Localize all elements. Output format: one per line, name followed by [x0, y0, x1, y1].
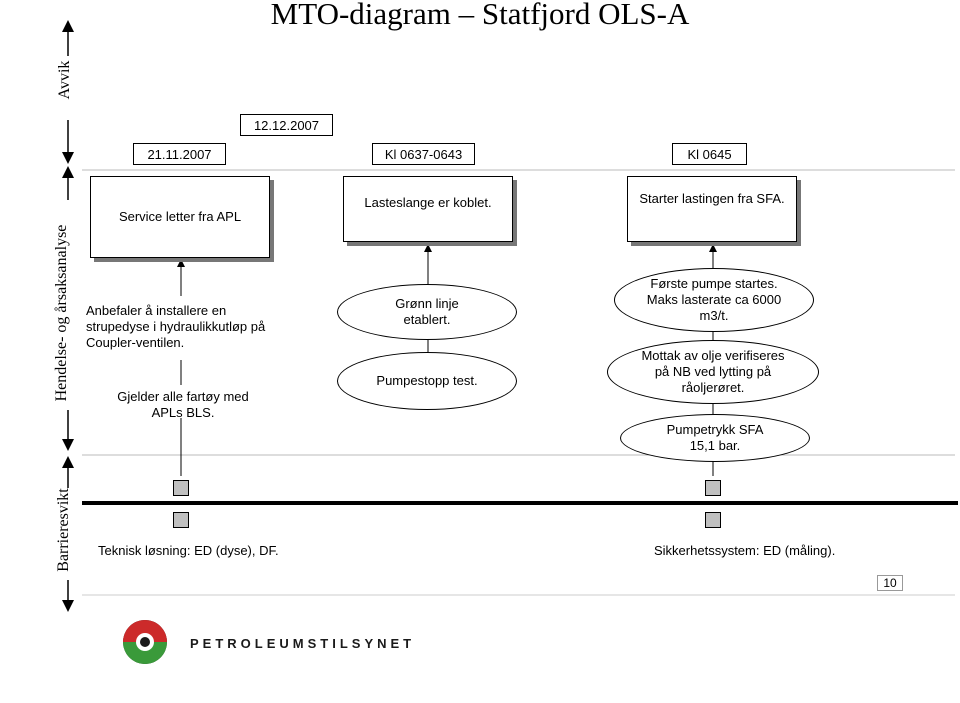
ellipse-label: Mottak av olje verifiseres på NB ved lyt…	[641, 348, 785, 395]
event-box-start-loading: Starter lastingen fra SFA.	[627, 176, 797, 242]
side-label-barriere: Barrieresvikt	[55, 488, 72, 572]
page-title: MTO-diagram – Statfjord OLS-A	[270, 0, 690, 31]
cause-text-recommendation: Anbefaler å installere en strupedyse i h…	[86, 303, 266, 350]
petroleumstilsynet-logo-icon	[123, 620, 167, 664]
cause-text-scope: Gjelder alle fartøy med APLs BLS.	[117, 389, 249, 420]
page-number: 10	[877, 575, 903, 591]
logo-wordmark: PETROLEUMSTILSYNET	[190, 636, 416, 651]
ellipse-first-pump: Første pumpe startes. Maks lasterate ca …	[614, 268, 814, 332]
event-box-label: Service letter fra APL	[118, 209, 242, 224]
ellipse-green-line: Grønn linje etablert.	[337, 284, 517, 340]
barrier-square-4	[705, 512, 721, 528]
ellipse-label: Pumpetrykk SFA 15,1 bar.	[666, 422, 764, 453]
barrier-square-1	[173, 480, 189, 496]
barrier-text-technical: Teknisk løsning: ED (dyse), DF.	[98, 543, 279, 558]
date-box-1: 21.11.2007	[133, 143, 226, 165]
side-label-hendelse: Hendelse- og årsaksanalyse	[53, 224, 70, 402]
ellipse-oil-verification: Mottak av olje verifiseres på NB ved lyt…	[607, 340, 819, 404]
barrier-text-safety-system: Sikkerhetssystem: ED (måling).	[654, 543, 836, 558]
event-box-hose-connected: Lasteslange er koblet.	[343, 176, 513, 242]
ellipse-label: Pumpestopp test.	[376, 373, 478, 388]
date-box-3: Kl 0637-0643	[372, 143, 475, 165]
barrier-square-2	[173, 512, 189, 528]
barrier-square-3	[705, 480, 721, 496]
event-box-label: Starter lastingen fra SFA.	[639, 191, 785, 206]
date-box-4: Kl 0645	[672, 143, 747, 165]
event-box-service-letter: Service letter fra APL	[90, 176, 270, 258]
ellipse-label: Første pumpe startes. Maks lasterate ca …	[646, 276, 782, 323]
ellipse-pump-pressure: Pumpetrykk SFA 15,1 bar.	[620, 414, 810, 462]
ellipse-label: Grønn linje etablert.	[395, 296, 459, 327]
ellipse-pump-stop-test: Pumpestopp test.	[337, 352, 517, 410]
date-box-2: 12.12.2007	[240, 114, 333, 136]
event-box-label: Lasteslange er koblet.	[364, 195, 492, 210]
side-label-avvik: Avvik	[56, 60, 73, 100]
